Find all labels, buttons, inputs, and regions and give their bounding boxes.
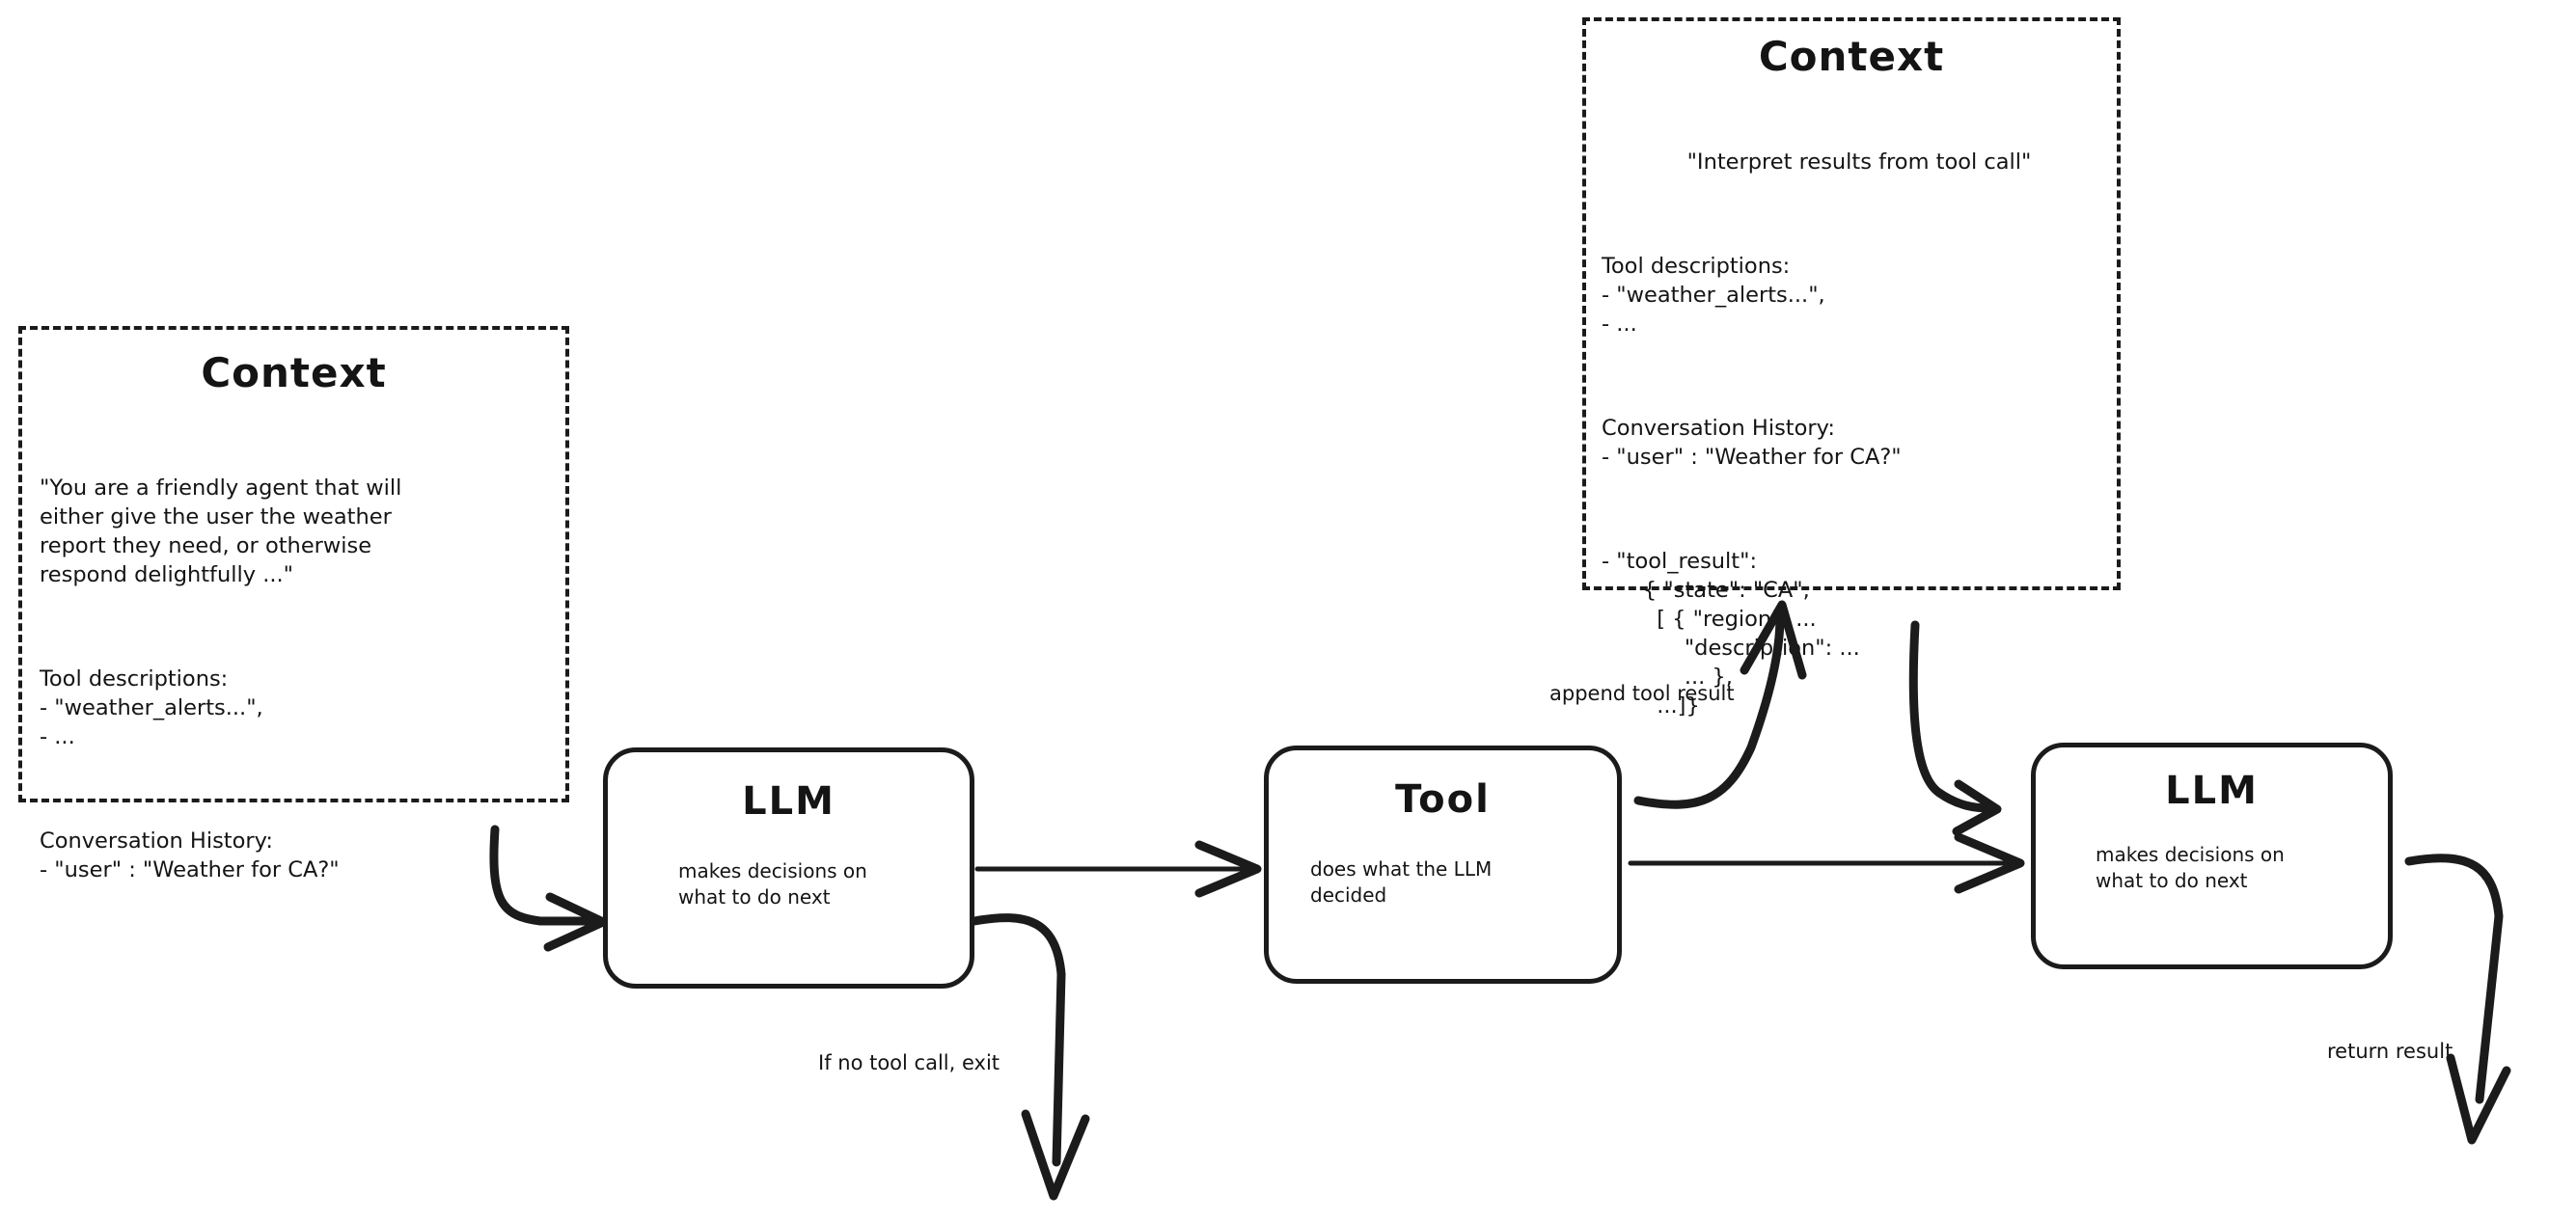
context-right-system-prompt: "Interpret results from tool call" [1686, 149, 2032, 175]
arrow-llm-second-return [2404, 854, 2511, 1145]
context-right-title: Context [1758, 33, 1945, 80]
node-tool-subtitle: does what the LLM decided [1310, 857, 1493, 907]
arrow-tool-to-llm-second [1628, 832, 2025, 894]
node-llm-second-subtitle: makes decisions on what to do next [2096, 843, 2285, 892]
node-llm-first-subtitle: makes decisions on what to do next [678, 859, 867, 909]
context-box-initial: Context "You are a friendly agent that w… [18, 326, 569, 882]
node-llm-first[interactable]: LLM makes decisions on what to do next [603, 747, 974, 989]
node-llm-second[interactable]: LLM makes decisions on what to do next [2031, 743, 2393, 969]
context-right-conversation-history: Conversation History: - "user" : "Weathe… [1602, 416, 1902, 470]
context-left-system-prompt: "You are a friendly agent that will eith… [40, 475, 402, 587]
context-left-title: Context [201, 349, 387, 396]
node-llm-second-title: LLM [2165, 769, 2259, 813]
context-right-tool-descriptions: Tool descriptions: - "weather_alerts..."… [1602, 254, 1825, 337]
context-left-conversation-history: Conversation History: - "user" : "Weathe… [40, 828, 340, 882]
node-tool[interactable]: Tool does what the LLM decided [1264, 746, 1622, 984]
edge-label-if-no-tool-call-exit: If no tool call, exit [818, 1051, 1000, 1074]
context-left-body: "You are a friendly agent that will eith… [40, 416, 565, 942]
arrow-llm-first-to-tool [974, 840, 1262, 898]
node-llm-first-title: LLM [742, 779, 836, 824]
node-tool-title: Tool [1395, 777, 1491, 822]
edge-label-append-tool-result: append tool result [1549, 682, 1735, 705]
edge-label-return-result: return result [2327, 1040, 2453, 1063]
context-right-body: "Interpret results from tool call" Tool … [1602, 90, 2117, 778]
context-left-tool-descriptions: Tool descriptions: - "weather_alerts..."… [40, 666, 263, 749]
context-box-after-tool: Context "Interpret results from tool cal… [1582, 17, 2121, 719]
